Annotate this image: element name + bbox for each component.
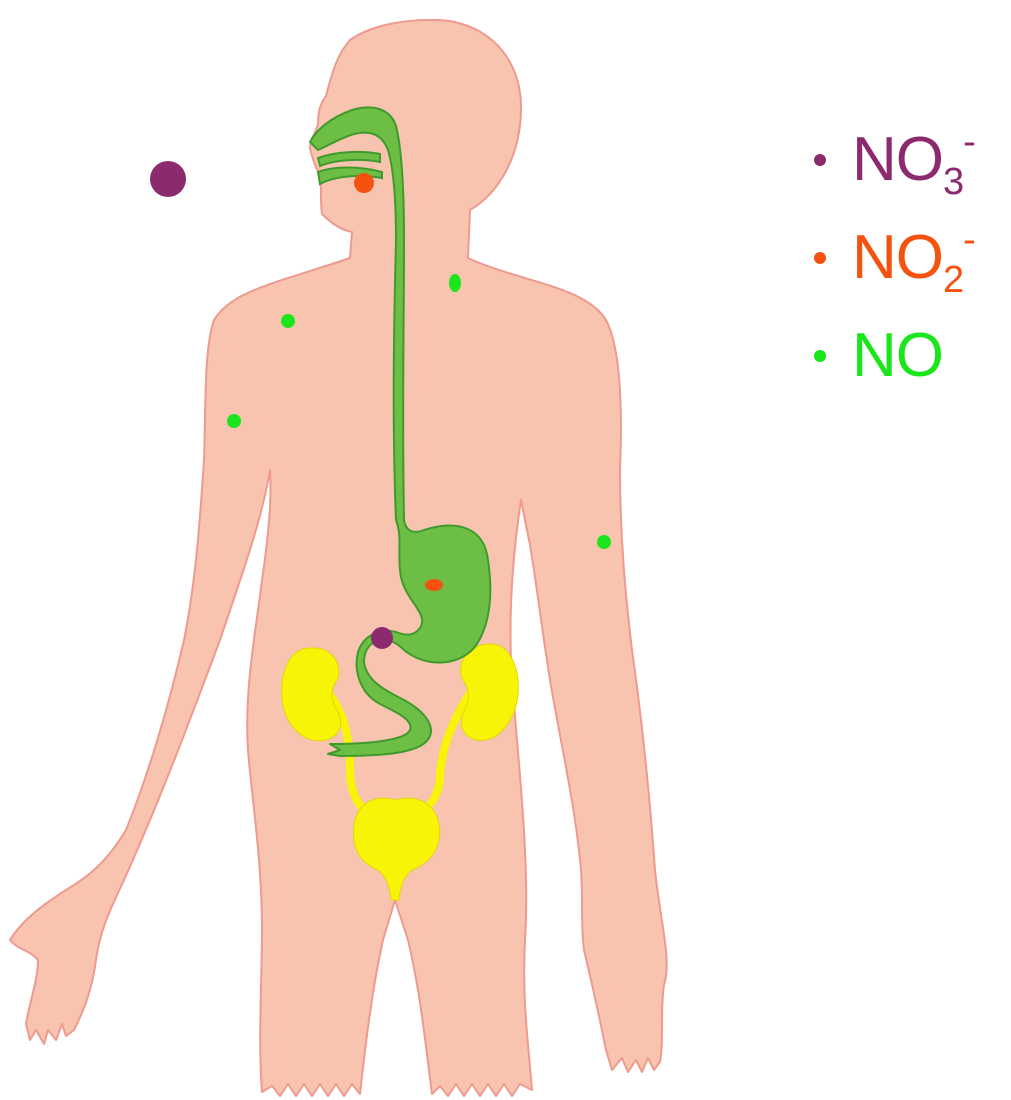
no-shoulder-dot — [281, 314, 295, 328]
legend-item-nitrite: NO2- — [808, 216, 1008, 314]
legend: NO3- NO2- NO — [808, 118, 1008, 412]
nitrite-bullet-icon — [814, 252, 826, 264]
no-neck-dot — [449, 274, 461, 292]
legend-item-nitric-oxide: NO — [808, 314, 1008, 412]
legend-label-nitrite: NO2- — [852, 226, 975, 290]
legend-label-nitrate: NO3- — [852, 128, 975, 192]
nitric-oxide-bullet-icon — [814, 350, 826, 362]
legend-item-nitrate: NO3- — [808, 118, 1008, 216]
no-upper-arm-dot — [227, 414, 241, 428]
legend-label-nitric-oxide: NO — [852, 324, 943, 388]
nitrate-bullet-icon — [814, 154, 826, 166]
nitrite-mouth-dot — [354, 173, 374, 193]
nitrite-stomach-dot — [425, 579, 443, 591]
no-left-arm-dot — [597, 535, 611, 549]
nitrate-intestine-dot — [371, 627, 393, 649]
nitrate-intake-dot — [150, 161, 186, 197]
body-silhouette — [10, 20, 667, 1096]
